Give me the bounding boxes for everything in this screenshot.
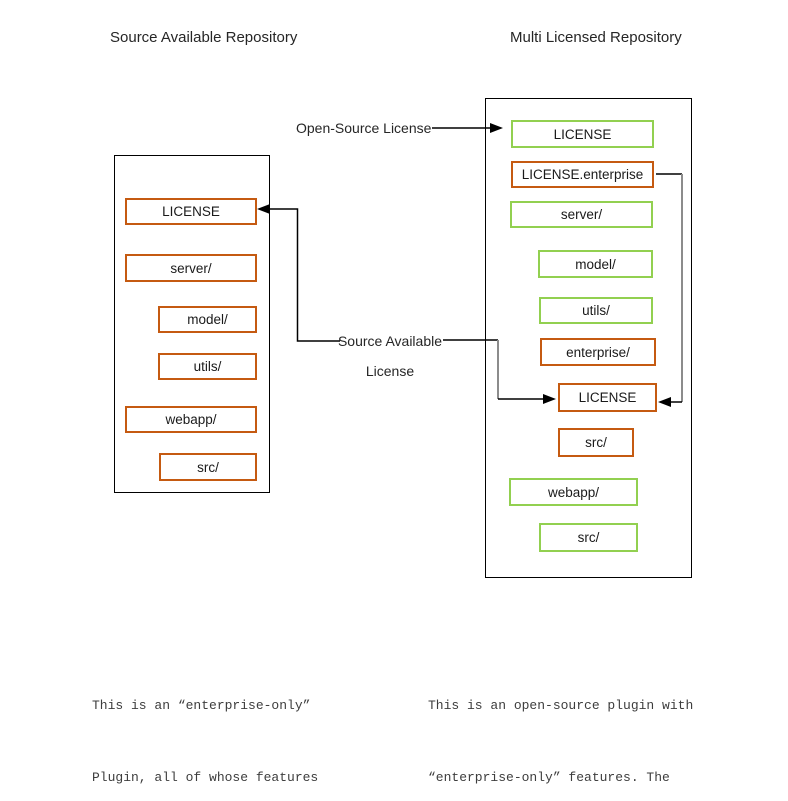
right-file-license-enterprise: LICENSE.enterprise [511,161,654,188]
left-folder-webapp: webapp/ [125,406,257,433]
source-available-license-label-line1: Source Available [337,333,443,349]
right-folder-src-enterprise: src/ [558,428,634,457]
left-folder-src: src/ [159,453,257,481]
open-source-license-label: Open-Source License [296,120,432,136]
right-folder-enterprise: enterprise/ [540,338,656,366]
right-note: This is an open-source plugin with “ente… [428,646,693,801]
left-note-line: Plugin, all of whose features [92,770,319,785]
right-file-license-open: LICENSE [511,120,654,148]
right-folder-model: model/ [538,250,653,278]
right-folder-webapp: webapp/ [509,478,638,506]
left-folder-utils: utils/ [158,353,257,380]
right-folder-utils: utils/ [539,297,653,324]
right-note-line: “enterprise-only” features. The [428,770,670,785]
right-folder-src-webapp: src/ [539,523,638,552]
right-repo-title: Multi Licensed Repository [510,29,682,46]
left-folder-server: server/ [125,254,257,282]
right-folder-server: server/ [510,201,653,228]
source-available-license-label: Source Available License [330,326,450,386]
left-folder-model: model/ [158,306,257,333]
left-repo-title: Source Available Repository [110,29,298,46]
source-available-license-label-line2: License [365,363,415,379]
left-note: This is an “enterprise-only” Plugin, all… [92,646,365,801]
left-file-license: LICENSE [125,198,257,225]
right-file-license-sourceavailable: LICENSE [558,383,657,412]
left-note-line: This is an “enterprise-only” [92,698,311,713]
right-note-line: This is an open-source plugin with [428,698,694,713]
